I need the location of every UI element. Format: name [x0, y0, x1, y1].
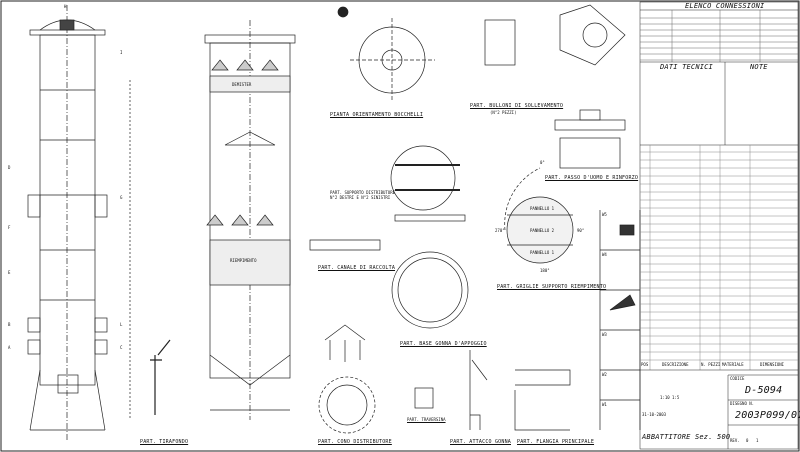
main-flange [514, 369, 571, 431]
bom-header-material: MATERIALE [722, 362, 744, 367]
view-title-attacco: PART. ATTACCO GONNA [450, 439, 511, 445]
drawing-number: 2003P099/01 [735, 410, 800, 421]
nozzle-tag: G [120, 195, 123, 200]
crossbar [414, 387, 434, 409]
anchor-bolt [150, 339, 171, 415]
angle-label: 90° [577, 228, 585, 233]
bom-header-pos: POS [641, 362, 649, 367]
view-title-cono: PART. CONO DISTRIBUTORE [318, 439, 392, 445]
view-title-base: PART. BASE GONNA D'APPOGGIO [400, 341, 487, 347]
view-title-bulloni: PART. BULLONI DI SOLLEVAMENTO [470, 103, 564, 109]
code: D-5094 [745, 385, 783, 396]
nozzle-tag: F [8, 225, 11, 230]
weld-tag: W3 [602, 332, 607, 337]
skirt-base-plan [391, 251, 469, 329]
rev-label: REV. [730, 438, 740, 443]
connections-title: ELENCO CONNESSIONI [685, 2, 765, 10]
technical-data-title: DATI TECNICI [660, 63, 713, 71]
nozzle-tag: L [120, 322, 123, 327]
collecting-channel [309, 239, 381, 251]
nozzle-tag: B [8, 322, 11, 327]
view-title-canale: PART. CANALE DI RACCOLTA [318, 265, 396, 271]
code-label: CODICE [730, 376, 745, 381]
title-block-lines [639, 1, 799, 450]
manhole-detail [554, 109, 626, 169]
angle-label: 0° [540, 160, 545, 165]
riempimento-label: RIEMPIMENTO [230, 258, 257, 263]
panel-label: PANNELLO 2 [530, 228, 555, 233]
view-qty-bulloni: (N°2 PEZZI) [490, 110, 517, 115]
weld-tag: W5 [602, 212, 607, 217]
weld-tag: W2 [602, 372, 607, 377]
bom-header-dim: DIMENSIONI [760, 362, 785, 367]
date: 31-10-2003 [642, 412, 667, 417]
cone-section [324, 324, 366, 362]
scale: 1:10 1:5 [660, 395, 680, 400]
bom-header-qty: N. PEZZI [701, 362, 721, 367]
distributor-cone-plan [318, 376, 376, 434]
nozzle-tag: D [8, 165, 11, 170]
view-qty-supporto: N°2 DESTRI E N°2 SINISTRI [330, 195, 391, 200]
angle-label: 180° [540, 268, 550, 273]
lifting-lug-detail [484, 19, 516, 66]
rev-value: 0 [746, 438, 749, 443]
nozzle-tag: I [120, 50, 123, 55]
view-title-supporto: PART. SUPPORTO DISTRIBUTORE [330, 190, 396, 195]
column-elevation [27, 5, 108, 440]
nozzle-tag: E [8, 270, 11, 275]
bom-header-desc: DESCRIZIONE [662, 362, 689, 367]
nozzle-tag: A [8, 345, 11, 350]
panel-label: PANNELLO 1 [530, 206, 555, 211]
drawing-no-label: DISEGNO N. [730, 401, 755, 406]
weld-details [599, 210, 641, 430]
grid-support-plan [504, 167, 574, 264]
angle-label: 270° [495, 228, 505, 233]
view-title-traversina: PART. TRAVERSINA [407, 417, 446, 422]
manhole-plan [559, 4, 626, 66]
column-section [129, 20, 296, 420]
view-title-passo: PART. PASSO D'UOMO E RINFORZO [545, 175, 639, 181]
weld-tag: W1 [602, 402, 607, 407]
nozzle-tag: H [64, 4, 67, 9]
nozzle-orientation-plan [337, 6, 435, 102]
panel-label: PANNELLO 1 [530, 250, 555, 255]
distributor-plan [390, 145, 466, 222]
view-title-pianta: PIANTA ORIENTAMENTO BOCCHELLI [330, 112, 424, 118]
weld-tag: W4 [602, 252, 607, 257]
nozzle-tag: C [120, 345, 123, 350]
demister-label: DEMISTER [232, 82, 252, 87]
rev-value: 1 [756, 438, 759, 443]
view-title-tirafondo: PART. TIRAFONDO [140, 439, 189, 445]
notes-title: NOTE [750, 63, 768, 71]
object-title: ABBATTITORE Sez. 500 [642, 433, 731, 441]
view-title-flangia: PART. FLANGIA PRINCIPALE [517, 439, 595, 445]
skirt-joint [469, 350, 488, 430]
view-title-griglie: PART. GRIGLIE SUPPORTO RIEMPIMENTO [497, 284, 607, 290]
